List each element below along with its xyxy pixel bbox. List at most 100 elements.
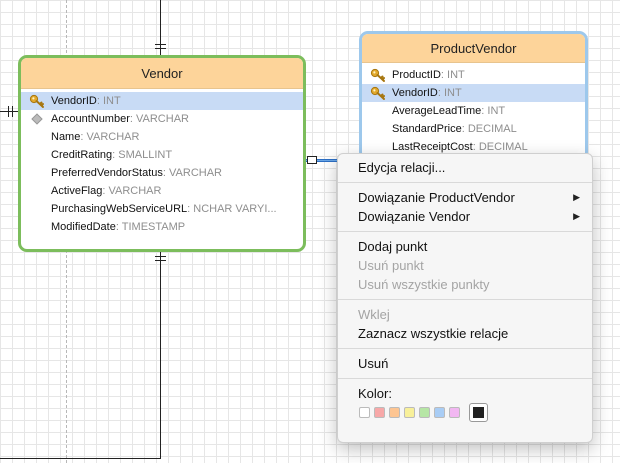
menu-item-label: Dowiązanie Vendor — [358, 209, 471, 224]
menu-item-bind-productvendor[interactable]: Dowiązanie ProductVendor ▶ — [338, 188, 592, 207]
field-separator: : — [472, 141, 479, 153]
relation-crowfoot-bottom-2 — [155, 260, 166, 261]
relation-crowfoot-top-2 — [155, 48, 166, 49]
field-name: StandardPrice — [392, 123, 462, 135]
relation-context-menu: Edycja relacji... Dowiązanie ProductVend… — [337, 153, 593, 443]
vendor-entity-title[interactable]: Vendor — [21, 58, 303, 89]
menu-item-add-point[interactable]: Dodaj punkt — [358, 239, 428, 254]
relation-crowfoot-top — [155, 44, 166, 45]
field-row[interactable]: ProductID: INT — [362, 66, 585, 84]
field-type: INT — [444, 87, 462, 99]
field-row[interactable]: StandardPrice: DECIMAL — [362, 120, 585, 138]
field-separator: : — [80, 131, 87, 143]
field-separator: : — [437, 87, 444, 99]
field-name: ActiveFlag — [51, 185, 103, 197]
field-row[interactable]: AverageLeadTime: INT — [362, 102, 585, 120]
menu-item-select-all-relations[interactable]: Zaznacz wszystkie relacje — [358, 326, 509, 341]
field-name: AverageLeadTime — [392, 105, 482, 117]
menu-separator — [338, 182, 592, 183]
color-swatch[interactable] — [419, 407, 430, 419]
submenu-arrow-icon: ▶ — [573, 211, 580, 221]
field-name: CreditRating — [51, 149, 113, 161]
color-swatch[interactable] — [374, 407, 385, 419]
field-name: VendorID — [392, 87, 438, 99]
menu-separator — [338, 299, 592, 300]
color-label: Kolor: — [358, 386, 392, 401]
color-swatch[interactable] — [404, 407, 415, 419]
field-type: VARCHAR — [136, 113, 189, 125]
relation-handle[interactable] — [307, 156, 317, 164]
relation-crowfoot-bottom — [155, 256, 166, 257]
field-name: Name — [51, 131, 81, 143]
field-type: INT — [103, 95, 121, 107]
menu-item-label: Dowiązanie ProductVendor — [358, 190, 515, 205]
field-name: PreferredVendorStatus — [51, 167, 163, 179]
menu-item-remove-point: Usuń punkt — [358, 258, 424, 273]
menu-separator — [338, 378, 592, 379]
field-type: INT — [447, 69, 465, 81]
relation-line-bottom-horizontal[interactable] — [0, 458, 161, 459]
relation-line-top[interactable] — [160, 0, 161, 56]
relation-crowfoot-left — [8, 106, 9, 117]
field-type: TIMESTAMP — [121, 221, 186, 233]
field-row[interactable]: PurchasingWebServiceURL: NCHAR VARYI... — [21, 200, 303, 218]
field-row[interactable]: ModifiedDate: TIMESTAMP — [21, 218, 303, 236]
color-swatch[interactable] — [359, 407, 370, 419]
field-row[interactable]: ActiveFlag: VARCHAR — [21, 182, 303, 200]
menu-item-delete[interactable]: Usuń — [358, 356, 389, 371]
color-swatch[interactable] — [469, 403, 488, 423]
field-separator: : — [481, 105, 488, 117]
field-row[interactable]: VendorID: INT — [21, 92, 303, 110]
relation-crowfoot-left-2 — [12, 106, 13, 117]
relation-line-left[interactable] — [0, 111, 19, 112]
menu-item-remove-all-points: Usuń wszystkie punkty — [358, 277, 490, 292]
menu-separator — [338, 231, 592, 232]
field-separator: : — [96, 95, 103, 107]
field-separator: : — [129, 113, 136, 125]
field-separator: : — [115, 221, 122, 233]
field-separator: : — [112, 149, 119, 161]
field-type: INT — [487, 105, 506, 117]
field-name: ProductID — [392, 69, 441, 81]
menu-separator — [338, 348, 592, 349]
field-type: SMALLINT — [118, 149, 173, 161]
field-type: DECIMAL — [467, 123, 517, 135]
key-icon — [370, 85, 386, 101]
color-swatch[interactable] — [449, 407, 460, 419]
field-separator: : — [162, 167, 170, 179]
field-type: VARCHAR — [169, 167, 223, 179]
menu-item-bind-vendor[interactable]: Dowiązanie Vendor ▶ — [338, 207, 592, 226]
diamond-icon — [31, 113, 43, 125]
field-row[interactable]: CreditRating: SMALLINT — [21, 146, 303, 164]
field-name: VendorID — [51, 95, 97, 107]
field-separator: : — [187, 203, 194, 215]
color-swatch[interactable] — [434, 407, 445, 419]
color-swatch-row — [338, 403, 592, 424]
menu-item-edit-relation[interactable]: Edycja relacji... — [358, 160, 446, 175]
key-icon — [29, 93, 45, 109]
field-separator: : — [440, 69, 448, 81]
selected-relation-line[interactable] — [306, 159, 338, 162]
field-row[interactable]: Name: VARCHAR — [21, 128, 303, 146]
field-type: NCHAR VARYI... — [193, 203, 277, 215]
color-swatch[interactable] — [389, 407, 400, 419]
productvendor-entity-title[interactable]: ProductVendor — [362, 34, 585, 63]
key-icon — [370, 67, 386, 83]
field-name: AccountNumber — [51, 113, 130, 125]
field-separator: : — [461, 123, 468, 135]
relation-line-bottom[interactable] — [160, 251, 161, 458]
field-name: ModifiedDate — [51, 221, 116, 233]
field-type: VARCHAR — [108, 185, 162, 197]
field-type: DECIMAL — [478, 141, 528, 153]
field-row[interactable]: PreferredVendorStatus: VARCHAR — [21, 164, 303, 182]
field-row[interactable]: LastReceiptCost: DECIMAL — [362, 138, 585, 156]
field-row[interactable]: VendorID: INT — [362, 84, 585, 102]
field-row[interactable]: AccountNumber: VARCHAR — [21, 110, 303, 128]
submenu-arrow-icon: ▶ — [573, 192, 580, 202]
menu-item-paste: Wklej — [358, 307, 390, 322]
field-type: VARCHAR — [86, 131, 140, 143]
